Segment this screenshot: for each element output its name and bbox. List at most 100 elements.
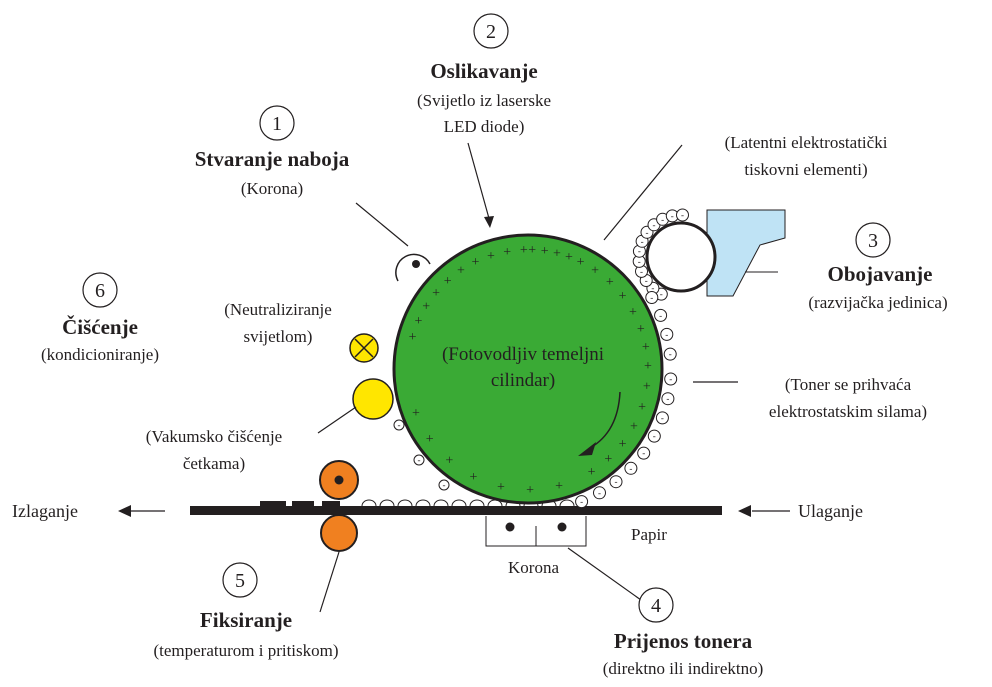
- plus-charge-icon: +: [414, 314, 422, 329]
- neutralizing-label: (Neutraliziranje: [224, 300, 332, 319]
- plus-charge-icon: +: [591, 264, 599, 279]
- minus-charge-icon: -: [669, 374, 672, 384]
- step-title: Obojavanje: [828, 262, 933, 286]
- plus-charge-icon: +: [457, 264, 465, 279]
- plus-charge-icon: +: [637, 322, 645, 337]
- toner-particle: [609, 475, 623, 489]
- toner-particle: [661, 392, 675, 406]
- step-number: 1: [272, 113, 282, 135]
- plus-charge-icon: +: [629, 305, 637, 320]
- minus-charge-icon: -: [580, 497, 583, 507]
- plus-charge-icon: +: [588, 465, 596, 480]
- corona-label: Korona: [508, 558, 559, 577]
- plus-charge-icon: +: [432, 286, 440, 301]
- latent-image-label: (Latentni elektrostatički: [725, 133, 888, 152]
- toner-particle: [676, 208, 689, 222]
- minus-charge-icon: -: [665, 329, 668, 339]
- minus-charge-icon: -: [641, 236, 644, 246]
- minus-charge-icon: -: [653, 431, 656, 441]
- toner-particle: [664, 372, 678, 386]
- drum-label-line2: cilindar): [491, 370, 555, 391]
- plus-charge-icon: +: [528, 243, 536, 258]
- step-title: Fiksiranje: [200, 608, 292, 632]
- plus-charge-icon: +: [412, 406, 420, 421]
- plus-charge-icon: +: [520, 243, 528, 258]
- plus-charge-icon: +: [422, 299, 430, 314]
- minus-charge-icon: -: [661, 413, 664, 423]
- plus-charge-icon: +: [497, 480, 505, 495]
- output-arrow-icon: [118, 505, 131, 517]
- step-title: Oslikavanje: [430, 59, 537, 83]
- toner-particle: [624, 461, 638, 475]
- fused-toner-mark: [260, 501, 286, 507]
- vacuum-cleaning-label: (Vakumsko čišćenje: [146, 427, 282, 446]
- developer-roller: [645, 221, 717, 293]
- step-number-badges: [82, 13, 891, 623]
- toner-particle: [654, 308, 668, 322]
- step-number: 2: [486, 21, 496, 43]
- fused-toner-mark: [322, 501, 340, 507]
- step-number: 3: [868, 230, 878, 252]
- output-label: Izlaganje: [12, 501, 78, 521]
- plus-charge-icon: +: [643, 380, 651, 395]
- latent-image-label: tiskovni elementi): [744, 160, 867, 179]
- minus-charge-icon: -: [671, 211, 674, 221]
- minus-charge-icon: -: [640, 266, 643, 276]
- developer-unit: ------------: [632, 208, 786, 301]
- minus-charge-icon: -: [659, 310, 662, 320]
- plus-charge-icon: +: [606, 275, 614, 290]
- fuser-lower-roller: [320, 514, 358, 552]
- step-title: Prijenos tonera: [614, 629, 753, 653]
- plus-charge-icon: +: [471, 255, 479, 270]
- toner-particle: [663, 347, 677, 361]
- toner-attraction-label: (Toner se prihvaća: [785, 375, 912, 394]
- neutralizing-lamp: [349, 333, 379, 363]
- photoconductor-drum: [392, 233, 664, 505]
- minus-charge-icon: -: [661, 214, 664, 224]
- plus-charge-icon: +: [555, 479, 563, 494]
- paper-sheet: [190, 506, 722, 515]
- toner-particle: [575, 495, 589, 509]
- minus-charge-icon: -: [650, 293, 653, 303]
- step-title: Čišćenje: [62, 315, 138, 339]
- minus-charge-icon: -: [660, 289, 663, 299]
- toner-cartridge: [706, 209, 786, 297]
- toner-particle: [647, 429, 661, 443]
- minus-charge-icon: -: [651, 283, 654, 293]
- step-subtitle: (direktno ili indirektno): [603, 659, 764, 678]
- fuser-upper-roller: [319, 460, 359, 500]
- input-arrow-icon: [738, 505, 751, 517]
- step-title: Stvaranje naboja: [195, 147, 350, 171]
- toner-particle: [645, 291, 659, 304]
- step-subtitle: (Svijetlo iz laserske: [417, 91, 551, 110]
- residual-toner-particles: [393, 419, 450, 491]
- neutralizing-label: svijetlom): [244, 327, 313, 346]
- toner-particle: [593, 486, 606, 500]
- plus-charge-icon: +: [630, 419, 638, 434]
- minus-charge-icon: -: [418, 455, 421, 465]
- plus-charge-icon: +: [470, 470, 478, 485]
- plus-charge-icon: +: [553, 247, 561, 262]
- minus-charge-icon: -: [443, 480, 446, 490]
- minus-charge-icon: -: [398, 420, 401, 430]
- minus-charge-icon: -: [615, 477, 618, 487]
- fused-toner-mark: [292, 501, 314, 507]
- plus-charge-icon: +: [541, 244, 549, 259]
- leader-lines: [130, 142, 790, 613]
- minus-charge-icon: -: [638, 256, 641, 266]
- plus-charge-icon: +: [577, 255, 585, 270]
- plus-charge-icon: +: [444, 274, 452, 289]
- residual-toner-charges: - - -: [398, 420, 446, 490]
- step-number: 5: [235, 570, 245, 592]
- toner-attraction-label: elektrostatskim silama): [769, 402, 927, 421]
- step-subtitle: (razvijačka jedinica): [808, 293, 947, 312]
- vacuum-cleaning-label: četkama): [183, 454, 245, 473]
- plus-charge-icon: +: [526, 483, 534, 498]
- toner-particle: [655, 411, 669, 425]
- drum-surface-charges: +++++++++++++++++++++++++++++++++++: [409, 243, 652, 498]
- plus-charge-icon: +: [642, 340, 650, 355]
- step-subtitle: LED diode): [444, 117, 525, 136]
- corona-wire-icon: [557, 522, 567, 532]
